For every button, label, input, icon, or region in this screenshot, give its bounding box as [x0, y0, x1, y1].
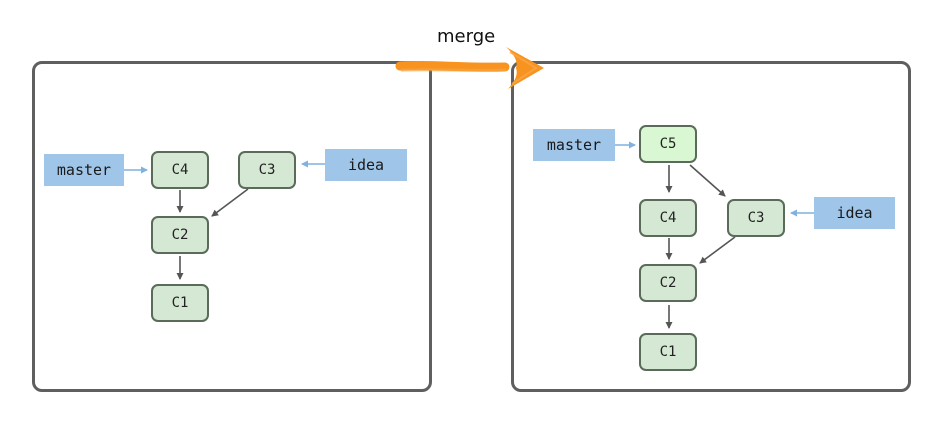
branch-label-master: master [44, 154, 124, 186]
merge-commit-c5: C5 [639, 125, 697, 163]
commit-c2: C2 [151, 216, 209, 254]
branch-label-idea: idea [325, 149, 407, 181]
merge-title: merge [437, 26, 496, 47]
commit-c4: C4 [151, 151, 209, 189]
after-merge-panel [511, 61, 911, 392]
commit-c3: C3 [727, 199, 785, 237]
branch-label-idea: idea [814, 197, 895, 229]
commit-c4: C4 [639, 199, 697, 237]
commit-c2: C2 [639, 264, 697, 302]
commit-c1: C1 [151, 284, 209, 322]
before-merge-panel [32, 61, 432, 392]
commit-c1: C1 [639, 333, 697, 371]
commit-c3: C3 [238, 151, 296, 189]
branch-label-master: master [533, 129, 615, 161]
